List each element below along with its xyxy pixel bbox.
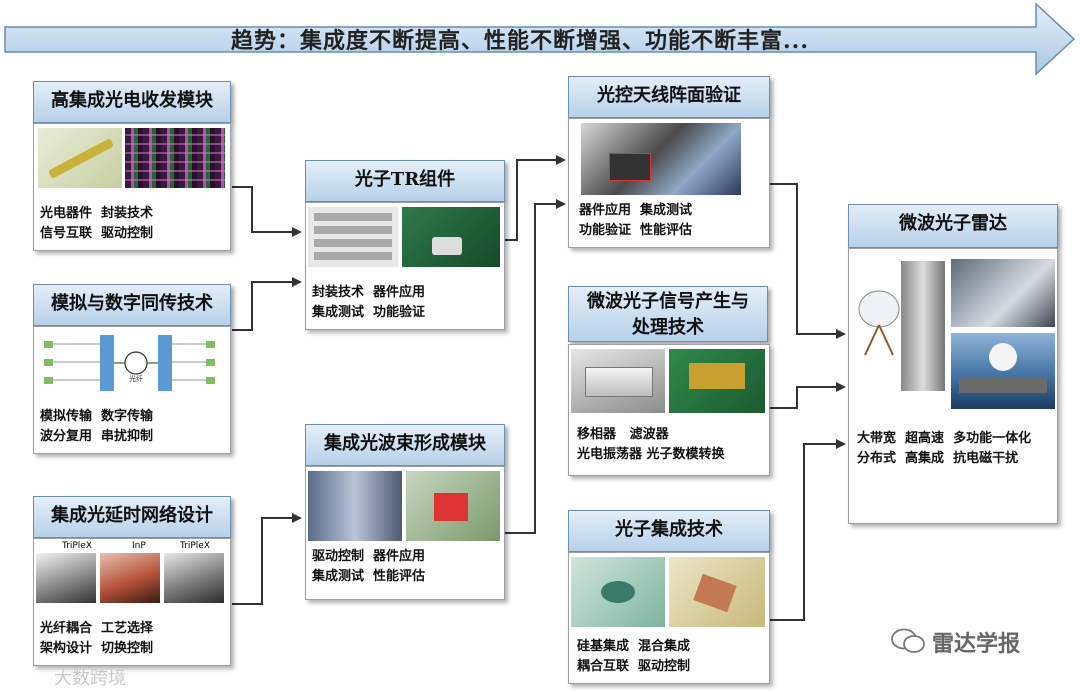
module-title-tr-module: 光子TR组件 — [305, 160, 505, 202]
radar-head-photo — [951, 259, 1055, 327]
chip-label: InP — [132, 541, 146, 551]
delay-chip-photo — [100, 553, 160, 603]
delay-chip-photo — [36, 553, 96, 603]
module-desc-line: 光纤耦合 工艺选择 — [40, 621, 154, 636]
module-desc-line: 集成测试 性能评估 — [312, 569, 426, 584]
antenna-array-photo — [581, 123, 741, 195]
transceiver-photo — [38, 128, 122, 188]
module-desc-line: 模拟传输 数字传输 — [40, 409, 154, 424]
module-panel-delay-network: TriPleX InP TriPleX 光纤耦合 工艺选择 架构设计 切换控制 — [33, 538, 231, 666]
module-desc-line: 移相器 滤波器 — [577, 427, 669, 442]
chip-layout-photo — [125, 128, 225, 188]
beamforming-rack-photo — [308, 471, 402, 541]
module-title-antenna: 光控天线阵面验证 — [568, 76, 770, 118]
tr-module-photo — [308, 207, 398, 267]
module-panel-tr-module: 封装技术 器件应用 集成测试 功能验证 — [305, 202, 505, 330]
beamforming-chip-photo — [406, 471, 500, 541]
module-panel-antenna: 器件应用 集成测试 功能验证 性能评估 — [568, 118, 770, 248]
module-title-hi-integration: 高集成光电收发模块 — [33, 81, 231, 123]
module-desc-line: 耦合互联 驱动控制 — [577, 659, 691, 674]
module-panel-photonic-integration: 硅基集成 混合集成 耦合互联 驱动控制 — [568, 552, 770, 684]
module-desc-line: 硅基集成 混合集成 — [577, 639, 691, 654]
module-title-beamforming: 集成光波束形成模块 — [305, 424, 505, 466]
hybrid-chip-photo — [669, 557, 765, 627]
module-title-line: 微波光子信号产生与 — [587, 291, 749, 312]
radar-rack-photo — [901, 261, 945, 391]
tr-board-photo — [402, 207, 500, 267]
module-desc-line: 分布式 高集成 抗电磁干扰 — [857, 451, 1019, 466]
module-desc-line: 功能验证 性能评估 — [579, 223, 693, 238]
module-panel-radar: 大带宽 超高速 多功能一体化 分布式 高集成 抗电磁干扰 — [848, 248, 1058, 524]
filter-board-photo — [669, 349, 765, 413]
delay-chip-photo — [164, 553, 224, 603]
trend-label: 趋势：集成度不断提高、性能不断增强、功能不断丰富... — [231, 28, 809, 54]
module-desc-line: 架构设计 切换控制 — [40, 641, 154, 656]
module-desc-line: 光电器件 封装技术 — [40, 206, 154, 221]
transmission-diagram: 光纤 — [44, 335, 215, 391]
module-panel-hi-integration: 光电器件 封装技术 信号互联 驱动控制 — [33, 123, 231, 251]
module-desc-line: 信号互联 驱动控制 — [40, 226, 154, 241]
module-desc-line: 大带宽 超高速 多功能一体化 — [857, 431, 1032, 446]
chip-label: TriPleX — [62, 541, 93, 551]
radar-ship-photo — [951, 333, 1055, 409]
phase-shifter-photo — [571, 349, 665, 413]
module-title-signal-gen: 微波光子信号产生与 处理技术 — [568, 286, 768, 342]
module-desc-line: 集成测试 功能验证 — [312, 305, 426, 320]
module-title-photonic-integration: 光子集成技术 — [568, 510, 770, 552]
module-title-radar: 微波光子雷达 — [848, 204, 1058, 248]
trend-arrow — [4, 2, 1076, 76]
module-title-analog-digital: 模拟与数字同传技术 — [33, 284, 231, 326]
module-desc-line: 光电振荡器 光子数模转换 — [577, 447, 725, 462]
module-desc-line: 封装技术 器件应用 — [312, 285, 426, 300]
silicon-chip-photo — [571, 557, 665, 627]
module-desc-line: 驱动控制 器件应用 — [312, 549, 426, 564]
module-panel-signal-gen: 移相器 滤波器 光电振荡器 光子数模转换 — [568, 344, 770, 476]
module-title-delay-network: 集成光延时网络设计 — [33, 496, 231, 538]
module-panel-analog-digital: 光纤 模拟传输 数字传输 波分复用 串扰抑制 — [33, 326, 231, 454]
footer-watermark: 大数跨境 — [54, 668, 126, 689]
module-panel-beamforming: 驱动控制 器件应用 集成测试 性能评估 — [305, 466, 505, 600]
chip-label: TriPleX — [180, 541, 211, 551]
wechat-icon — [891, 628, 925, 653]
footer-source: 雷达学报 — [932, 632, 1021, 657]
radar-dish-icon — [858, 290, 900, 356]
module-desc-line: 器件应用 集成测试 — [579, 203, 693, 218]
module-desc-line: 波分复用 串扰抑制 — [40, 429, 154, 444]
fiber-label: 光纤 — [129, 374, 143, 383]
module-title-line: 处理技术 — [632, 317, 704, 338]
